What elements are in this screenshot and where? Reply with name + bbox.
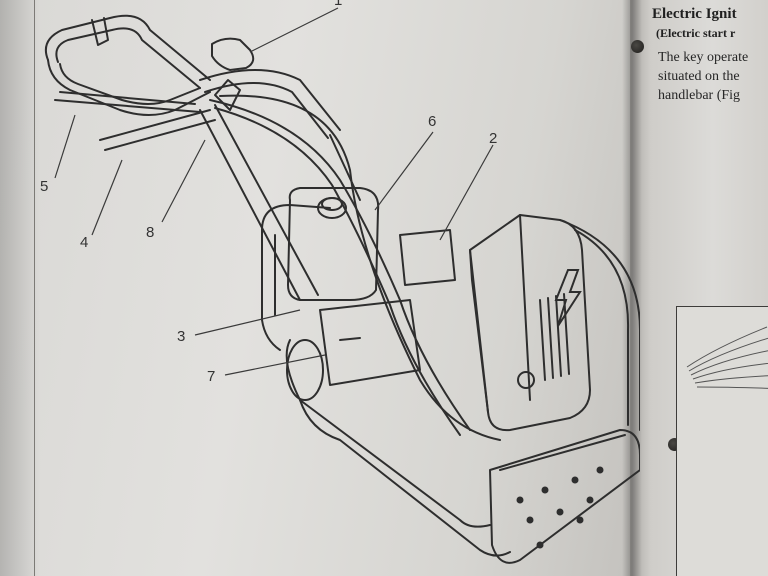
section-subheading: (Electric start r [656, 26, 736, 40]
body-line-3: handlebar (Fig [658, 88, 741, 103]
callout-3: 3 [177, 328, 186, 345]
figure-box [676, 306, 768, 576]
callout-4: 4 [80, 234, 89, 251]
figure-wires [686, 326, 768, 389]
section-heading: Electric Ignit [652, 6, 737, 22]
callout-6: 6 [428, 113, 437, 130]
page-shadow [0, 0, 40, 576]
callout-8: 8 [146, 224, 155, 241]
callout-5: 5 [40, 178, 49, 195]
lightning-bolt-icon [554, 269, 582, 327]
mower-illustration [44, 7, 640, 564]
callout-1: 1 [334, 0, 343, 9]
body-line-2: situated on the [658, 69, 740, 84]
binder-hole [631, 40, 644, 53]
callout-7: 7 [207, 368, 216, 385]
body-line-1: The key operate [658, 50, 749, 65]
callout-2: 2 [489, 130, 498, 147]
page-frame-line [34, 0, 35, 576]
